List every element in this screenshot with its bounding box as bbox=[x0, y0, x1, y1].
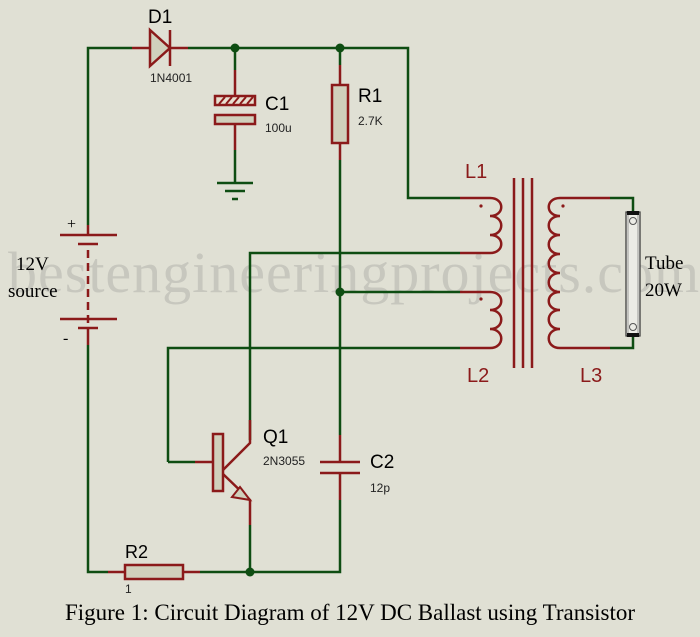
wire-top-rail bbox=[188, 46, 460, 200]
d1-value: 1N4001 bbox=[150, 71, 192, 85]
wire-battery-to-diode bbox=[86, 46, 132, 225]
watermark: bestengineeringprojects.com bbox=[8, 240, 700, 305]
fluorescent-tube: Tube 20W bbox=[625, 211, 683, 337]
circuit-diagram: bestengineeringprojects.com bbox=[8, 7, 700, 596]
resistor-r2: R2 1 bbox=[108, 542, 200, 596]
r1-value: 2.7K bbox=[358, 114, 383, 128]
q1-value: 2N3055 bbox=[263, 454, 305, 468]
junction-dot bbox=[245, 567, 255, 577]
c1-value: 100u bbox=[265, 121, 292, 135]
transformer-core bbox=[512, 178, 534, 368]
diode-d1: D1 1N4001 bbox=[132, 7, 192, 85]
inductor-l1 bbox=[460, 196, 503, 255]
r1-ref: R1 bbox=[358, 86, 382, 107]
r2-ref: R2 bbox=[125, 542, 148, 562]
junction-dot bbox=[335, 43, 345, 53]
battery-label-2: source bbox=[8, 281, 58, 302]
l2-ref: L2 bbox=[467, 365, 489, 387]
ground-icon bbox=[217, 181, 253, 201]
wire-l2-to-base bbox=[166, 346, 460, 462]
battery-12v: + - 12V source bbox=[8, 216, 117, 347]
junction-dot bbox=[230, 43, 240, 53]
wire-l3-bottom bbox=[610, 336, 635, 350]
capacitor-c1: C1 100u bbox=[213, 70, 292, 150]
transistor-q1: Q1 2N3055 bbox=[195, 420, 305, 525]
battery-plus: + bbox=[67, 216, 76, 233]
tube-label-2: 20W bbox=[645, 280, 682, 301]
l3-ref: L3 bbox=[580, 365, 602, 387]
transformer: L1 L2 L3 bbox=[460, 161, 610, 387]
r2-value: 1 bbox=[125, 582, 132, 596]
c1-ref: C1 bbox=[265, 94, 289, 115]
wire-battery-neg bbox=[86, 345, 108, 574]
inductor-l3 bbox=[547, 196, 610, 350]
d1-ref: D1 bbox=[148, 7, 172, 28]
wire-c2-bottom bbox=[250, 500, 342, 574]
inductor-l2 bbox=[460, 290, 503, 350]
battery-minus: - bbox=[63, 330, 68, 347]
wire-l1-to-collector bbox=[248, 251, 460, 440]
capacitor-c2: C2 12p bbox=[320, 435, 394, 500]
wires bbox=[86, 46, 635, 574]
c2-value: 12p bbox=[370, 481, 390, 495]
resistor-r1: R1 2.7K bbox=[330, 65, 383, 160]
battery-label-1: 12V bbox=[16, 254, 49, 275]
l1-ref: L1 bbox=[465, 161, 487, 183]
c2-ref: C2 bbox=[370, 452, 394, 473]
wire-l3-top bbox=[610, 196, 635, 212]
q1-ref: Q1 bbox=[263, 427, 288, 448]
tube-label-1: Tube bbox=[645, 253, 683, 274]
figure-caption: Figure 1: Circuit Diagram of 12V DC Ball… bbox=[64, 600, 636, 625]
junction-dot bbox=[335, 287, 345, 297]
